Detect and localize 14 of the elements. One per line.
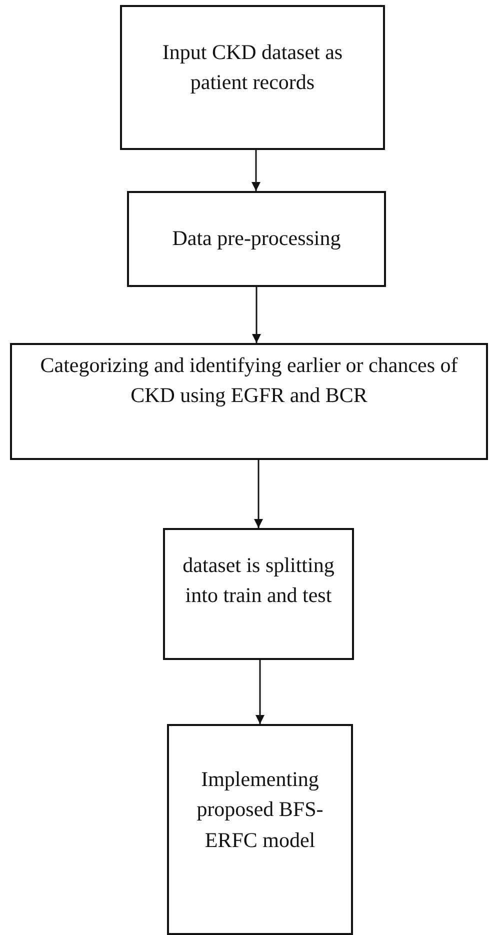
step-text: Input CKD dataset as patient records — [161, 39, 344, 96]
process-box — [120, 5, 385, 150]
arrow — [252, 150, 260, 191]
process-box — [10, 343, 488, 460]
arrow — [252, 287, 261, 343]
step-text: Implementing proposed BFS-ERFC model — [196, 766, 324, 854]
process-box — [127, 191, 386, 287]
process-box — [167, 724, 353, 935]
step-text: dataset is splitting into train and test — [182, 552, 336, 610]
step-text: Data pre-processing — [172, 225, 341, 252]
step-text: Categorizing and identifying earlier or chances of CKD using EGFR and BCR — [39, 352, 459, 410]
arrow — [256, 660, 264, 724]
arrow — [254, 460, 263, 528]
process-box — [163, 528, 354, 660]
